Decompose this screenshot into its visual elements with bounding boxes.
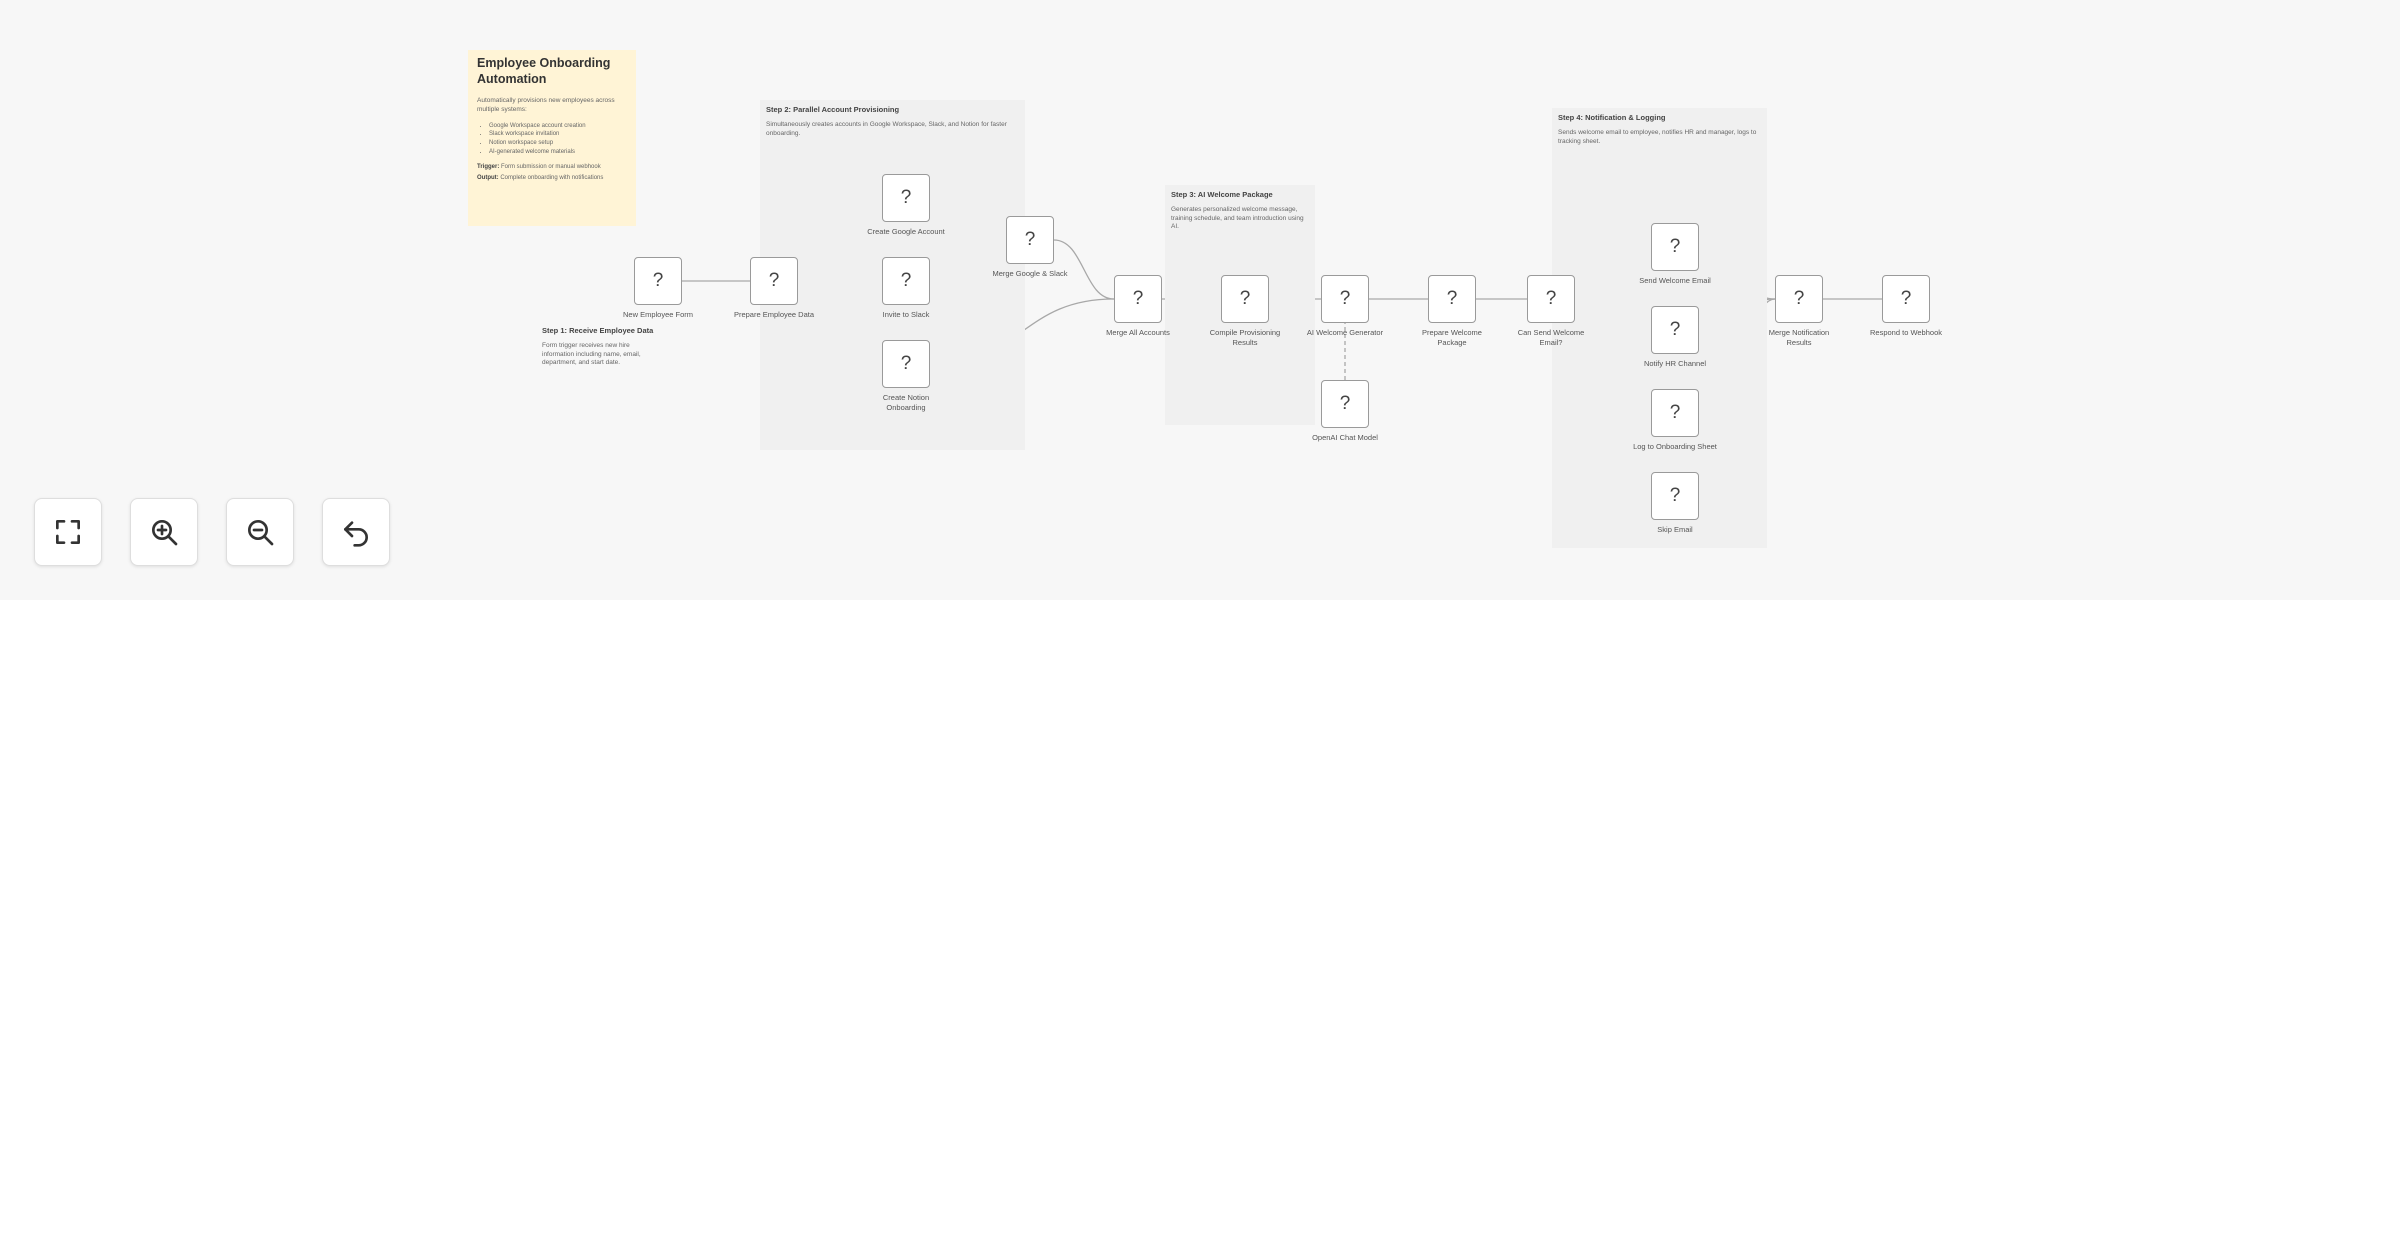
- question-mark-icon: ?: [1446, 288, 1458, 309]
- step-3-text: Generates personalized welcome message, …: [1171, 205, 1304, 231]
- question-mark-icon: ?: [1339, 393, 1351, 414]
- overview-description: Automatically provisions new employees a…: [477, 97, 615, 114]
- node-openai-chat-model[interactable]: ?: [1321, 380, 1369, 428]
- question-mark-icon: ?: [900, 270, 912, 291]
- node-merge-all-accounts[interactable]: ?: [1114, 275, 1162, 323]
- node-label: Skip Email: [1657, 525, 1693, 534]
- question-mark-icon: ?: [900, 187, 912, 208]
- step-2-sticky-note[interactable]: Step 2: Parallel Account Provisioning Si…: [760, 100, 1025, 450]
- node-ai-welcome-generator[interactable]: ?: [1321, 275, 1369, 323]
- node-send-welcome-email[interactable]: ?: [1651, 223, 1699, 271]
- node-prepare-welcome-package[interactable]: ?: [1428, 275, 1476, 323]
- node-label: Can Send Welcome Email?: [1517, 328, 1585, 347]
- trigger-label: Trigger:: [477, 163, 500, 170]
- node-label: Log to Onboarding Sheet: [1633, 442, 1717, 451]
- zoom-out-icon: [248, 520, 274, 546]
- overview-title: Employee Onboarding Automation: [477, 56, 611, 86]
- question-mark-icon: ?: [1669, 236, 1681, 257]
- node-prepare-employee-data[interactable]: ?: [750, 257, 798, 305]
- question-mark-icon: ?: [1669, 402, 1681, 423]
- undo-icon: [344, 521, 368, 547]
- node-respond-to-webhook[interactable]: ?: [1882, 275, 1930, 323]
- step-3-title: Step 3: AI Welcome Package: [1171, 190, 1273, 199]
- node-invite-to-slack[interactable]: ?: [882, 257, 930, 305]
- node-notify-hr-channel[interactable]: ?: [1651, 306, 1699, 354]
- question-mark-icon: ?: [1239, 288, 1251, 309]
- node-can-send-welcome-email[interactable]: ?: [1527, 275, 1575, 323]
- node-label: OpenAI Chat Model: [1312, 433, 1378, 442]
- step-4-text: Sends welcome email to employee, notifie…: [1558, 128, 1757, 145]
- node-create-google-account[interactable]: ?: [882, 174, 930, 222]
- zoom-in-button[interactable]: [130, 498, 198, 566]
- node-label: Prepare Employee Data: [733, 310, 815, 319]
- reset-zoom-button[interactable]: [322, 498, 390, 566]
- overview-trigger: Trigger: Form submission or manual webho…: [477, 163, 627, 171]
- question-mark-icon: ?: [900, 353, 912, 374]
- node-compile-provisioning-results[interactable]: ?: [1221, 275, 1269, 323]
- zoom-in-icon: [152, 520, 178, 546]
- overview-output: Output: Complete onboarding with notific…: [477, 174, 627, 182]
- overview-bullet: Slack workspace invitation: [489, 130, 627, 139]
- node-label: Prepare Welcome Package: [1422, 328, 1482, 347]
- overview-bullet: AI-generated welcome materials: [489, 148, 627, 157]
- question-mark-icon: ?: [1024, 229, 1036, 250]
- output-label: Output:: [477, 174, 499, 181]
- node-label: Send Welcome Email: [1639, 276, 1711, 285]
- output-text: Complete onboarding with notifications: [500, 174, 604, 181]
- step-2-title: Step 2: Parallel Account Provisioning: [766, 105, 900, 114]
- step-1-title: Step 1: Receive Employee Data: [542, 326, 654, 335]
- fullscreen-icon: [56, 520, 80, 544]
- node-label: Compile Provisioning Results: [1209, 328, 1281, 347]
- zoom-out-button[interactable]: [226, 498, 294, 566]
- node-label: Create Notion Onboarding: [882, 393, 930, 412]
- trigger-text: Form submission or manual webhook: [501, 163, 601, 170]
- question-mark-icon: ?: [1132, 288, 1144, 309]
- node-label: Merge All Accounts: [1106, 328, 1170, 337]
- node-merge-notification-results[interactable]: ?: [1775, 275, 1823, 323]
- overview-bullets: Google Workspace account creation Slack …: [477, 122, 627, 157]
- node-merge-google-slack[interactable]: ?: [1006, 216, 1054, 264]
- overview-sticky-note[interactable]: Employee Onboarding Automation Automatic…: [468, 50, 636, 226]
- node-label: Merge Google & Slack: [992, 269, 1068, 278]
- node-create-notion-onboarding[interactable]: ?: [882, 340, 930, 388]
- node-label: Merge Notification Results: [1768, 328, 1830, 347]
- node-log-to-onboarding-sheet[interactable]: ?: [1651, 389, 1699, 437]
- question-mark-icon: ?: [652, 270, 664, 291]
- node-label: Respond to Webhook: [1870, 328, 1942, 337]
- step-4-title: Step 4: Notification & Logging: [1558, 113, 1666, 122]
- question-mark-icon: ?: [768, 270, 780, 291]
- step-2-text: Simultaneously creates accounts in Googl…: [766, 120, 1007, 137]
- overview-bullet: Google Workspace account creation: [489, 122, 627, 131]
- question-mark-icon: ?: [1669, 485, 1681, 506]
- fit-view-button[interactable]: [34, 498, 102, 566]
- question-mark-icon: ?: [1793, 288, 1805, 309]
- node-label: Create Google Account: [867, 227, 945, 236]
- question-mark-icon: ?: [1545, 288, 1557, 309]
- workflow-canvas[interactable]: Employee Onboarding Automation Automatic…: [0, 0, 2400, 600]
- step-1-sticky-note[interactable]: Step 1: Receive Employee Data Form trigg…: [537, 322, 667, 382]
- node-label: Invite to Slack: [882, 310, 930, 319]
- node-label: Notify HR Channel: [1643, 359, 1707, 368]
- question-mark-icon: ?: [1900, 288, 1912, 309]
- step-1-text: Form trigger receives new hire informati…: [542, 341, 641, 367]
- question-mark-icon: ?: [1339, 288, 1351, 309]
- node-new-employee-form[interactable]: ?: [634, 257, 682, 305]
- question-mark-icon: ?: [1669, 319, 1681, 340]
- connection-line: [1053, 239, 1115, 300]
- node-label: AI Welcome Generator: [1306, 328, 1384, 337]
- node-label: New Employee Form: [622, 310, 694, 319]
- overview-bullet: Notion workspace setup: [489, 139, 627, 148]
- node-skip-email[interactable]: ?: [1651, 472, 1699, 520]
